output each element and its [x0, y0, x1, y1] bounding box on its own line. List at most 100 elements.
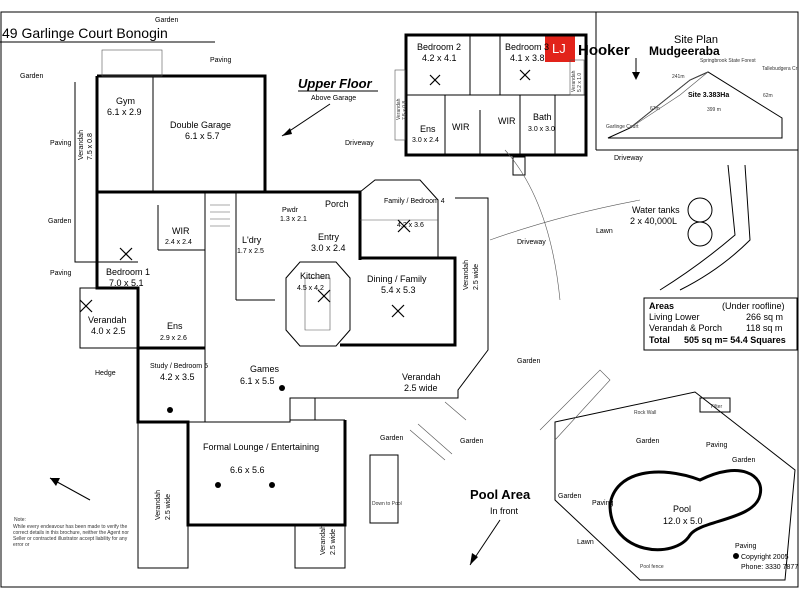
room-name: Games [250, 364, 280, 374]
paving-label: Paving [50, 140, 72, 147]
site-area: Site 3.383Ha [688, 92, 729, 99]
garden-label: Garden [20, 73, 43, 80]
site-plan-box: Site Plan Site 3.383Ha 62m 399 m 67m 241… [595, 12, 798, 151]
site-forest-label: Springbrook State Forest [700, 58, 756, 64]
light-point-icon [167, 385, 285, 488]
upper-room-dims: 4.2 x 4.1 [422, 53, 457, 63]
brand-logo-letters: LJ [552, 41, 566, 56]
room-dims: 4.2 x 3.6 [397, 222, 424, 229]
paving-label: Paving [50, 270, 72, 277]
room-dims: 1.7 x 2.5 [237, 248, 264, 255]
paving-label: Paving [210, 57, 232, 64]
upper-room-dims: 7.5 x 0.8 [402, 101, 408, 120]
pool-fence-label: Pool fence [640, 564, 664, 570]
room-name: WIR [172, 226, 190, 236]
room-dims: 6.1 x 2.9 [107, 107, 142, 117]
areas-total-value: 505 sq m= 54.4 Squares [684, 335, 786, 345]
site-dim-2: 399 m [707, 107, 721, 113]
pool-fence-outline [554, 391, 796, 581]
room-dims: 2.5 wide [165, 494, 172, 520]
water-tanks-name: Water tanks [632, 205, 680, 215]
room-name: L'dry [242, 235, 262, 245]
areas-row-label: Verandah & Porch [649, 323, 722, 333]
site-dim-1: 62m [763, 93, 773, 99]
room-dims: 4.0 x 2.5 [91, 326, 126, 336]
upper-room-name: Verandah [396, 98, 402, 120]
garden-label: Garden [558, 493, 581, 500]
site-road-label: Tallebudgera Cr [762, 66, 798, 72]
room-dims: 2.5 wide [473, 264, 480, 290]
room-name: Entry [318, 232, 340, 242]
title-text: 49 Garlinge Court Bonogin [2, 25, 168, 41]
site-dim-3: 67m [650, 106, 660, 112]
areas-heading: Areas [649, 301, 674, 311]
upper-room-name: Bedroom 3 [505, 42, 549, 52]
copyright: Copyright 2005 Phone: 3330 7877 [733, 553, 798, 571]
room-labels: Gym 6.1 x 2.9 Double Garage 6.1 x 5.7 Ve… [78, 96, 480, 555]
lawn-label: Lawn [596, 228, 613, 235]
room-name: Verandah [320, 525, 327, 555]
garden-label: Garden [732, 457, 755, 464]
room-name: Pwdr [282, 207, 299, 214]
room-name: Verandah [463, 260, 470, 290]
brand-logo: LJ Hooker Mudgeeraba [545, 34, 720, 62]
copyright-line: Copyright 2005 [741, 554, 789, 561]
upper-room-name: Bedroom 2 [417, 42, 461, 52]
water-tanks: Water tanks 2 x 40,000L [489, 149, 751, 301]
room-dims: 2.4 x 2.4 [165, 239, 192, 246]
page-border [0, 11, 799, 588]
room-name: Verandah [402, 372, 441, 382]
areas-table: Areas (Under roofline) Living Lower 266 … [643, 297, 798, 351]
water-tank-icon [687, 221, 713, 247]
room-dims: 4.5 x 4.2 [297, 285, 324, 292]
lawn-label: Lawn [577, 539, 594, 546]
north-arrow-icon [49, 477, 91, 501]
copyright-phone: Phone: 3330 7877 [741, 564, 798, 571]
water-tanks-dims: 2 x 40,000L [630, 216, 677, 226]
room-name: Dining / Family [367, 274, 427, 284]
room-name: Ens [167, 321, 183, 331]
room-dims: 6.1 x 5.5 [240, 376, 275, 386]
paving-label: Paving [592, 500, 614, 507]
areas-row-label: Living Lower [649, 312, 700, 322]
room-dims: 4.2 x 3.5 [160, 372, 195, 382]
water-tank-icon [687, 197, 713, 223]
upper-room-name: Bath [533, 112, 552, 122]
pool-shape [608, 469, 763, 552]
rock-wall-label: Rock Wall [634, 410, 656, 416]
upper-floor: Upper Floor Above Garage Bedroom 2 4.2 x… [281, 33, 588, 176]
filter-label: Filter [711, 404, 722, 410]
room-name: Gym [116, 96, 135, 106]
areas-total-label: Total [649, 335, 670, 345]
down-to-pool-label: Down to Pool [372, 501, 402, 507]
brand-logo-mark [545, 34, 575, 62]
driveway-label: Driveway [517, 239, 546, 246]
room-name: Formal Lounge / Entertaining [203, 442, 319, 452]
brand-office: Mudgeeraba [649, 44, 720, 58]
room-name: Kitchen [300, 271, 330, 281]
ceiling-fan-icon [79, 299, 93, 313]
room-name: Verandah [155, 490, 162, 520]
pool-area-subheading: In front [490, 506, 519, 516]
site-plan-heading: Site Plan [674, 34, 718, 46]
pool-area: Pool Area In front Pool 12.0 x 5.0 Filte… [469, 369, 796, 581]
room-dims: 2.9 x 2.6 [160, 335, 187, 342]
ceiling-fan-icon [519, 69, 531, 81]
garden-label: Garden [380, 435, 403, 442]
room-name: Study / Bedroom 5 [150, 363, 208, 370]
room-name: Verandah [78, 130, 85, 160]
room-dims: 1.3 x 2.1 [280, 216, 307, 223]
disclaimer: Note: While every endeavour has been mad… [13, 517, 129, 548]
room-dims: 2.5 wide [404, 383, 438, 393]
disclaimer-text: While every endeavour has been made to v… [13, 524, 129, 548]
room-name: Porch [325, 199, 349, 209]
areas-row-value: 266 sq m [746, 312, 783, 322]
ground-floor-walls [74, 49, 489, 569]
paving-label: Paving [735, 543, 757, 550]
ceiling-fan-icon [119, 247, 133, 261]
garden-label: Garden [48, 218, 71, 225]
ceiling-fan-icon [397, 219, 411, 233]
room-name: Family / Bedroom 4 [384, 198, 445, 205]
pool-name: Pool [673, 504, 691, 514]
